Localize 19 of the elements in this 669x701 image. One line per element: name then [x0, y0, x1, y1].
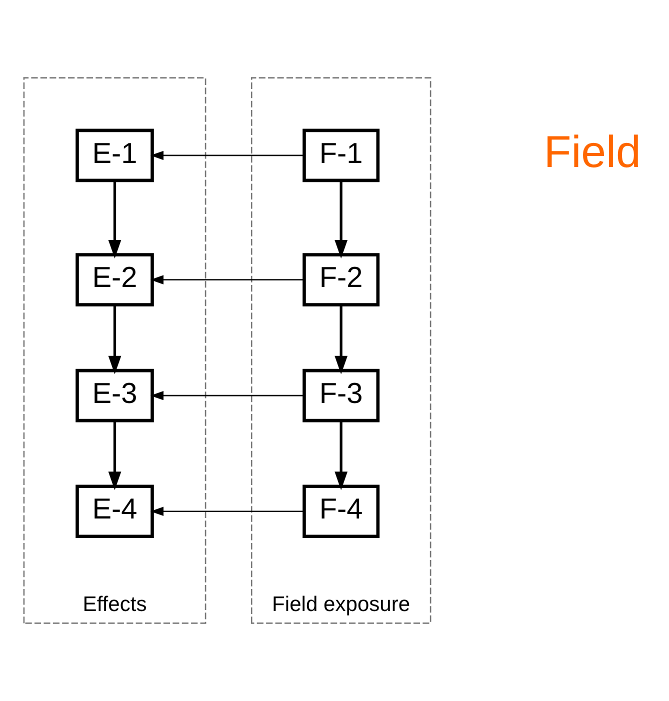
arrow [108, 420, 122, 490]
node-box: F-2 [302, 253, 380, 306]
arrow [150, 275, 304, 284]
arrow [334, 420, 348, 490]
arrow [334, 180, 348, 258]
arrow [108, 180, 122, 258]
node-box: F-3 [302, 368, 380, 422]
arrow [334, 305, 348, 374]
node-box: E-1 [76, 128, 154, 182]
arrow [108, 305, 122, 374]
node-box: E-2 [76, 253, 154, 306]
arrow [150, 506, 304, 516]
arrow [150, 390, 304, 400]
label: Field [544, 128, 641, 177]
node-box: F-1 [302, 128, 380, 182]
arrow [150, 150, 304, 160]
node-box: E-4 [76, 484, 154, 538]
node-box: F-4 [302, 484, 380, 538]
node-box: E-3 [76, 368, 154, 422]
